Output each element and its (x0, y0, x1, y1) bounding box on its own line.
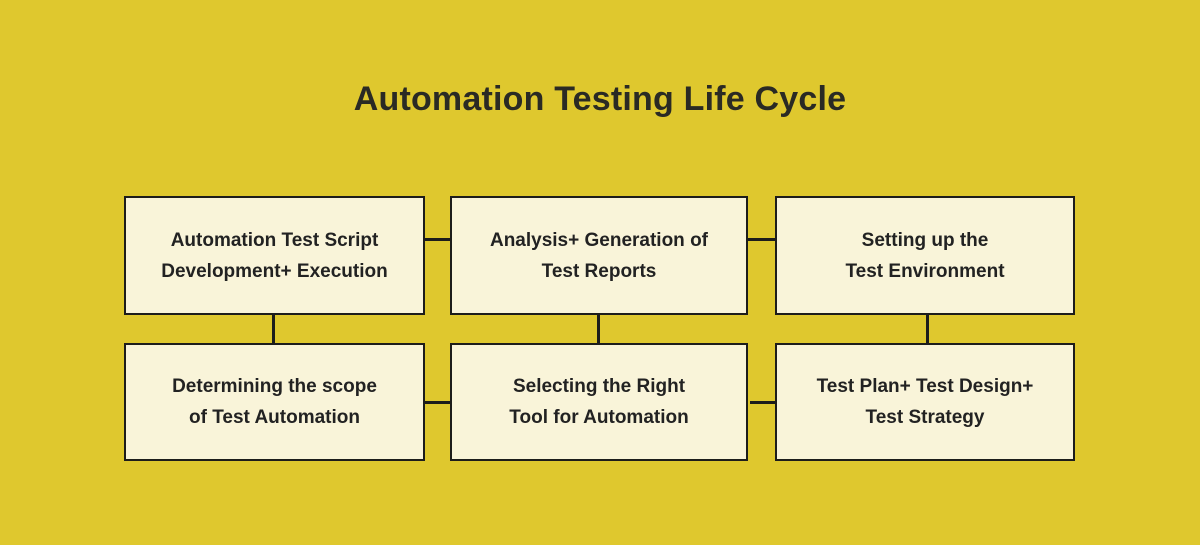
box-label-line1: Analysis+ Generation of (489, 229, 709, 251)
connector-bottom-box5-box6 (750, 401, 775, 404)
flow-box-scope-determination: Determining the scope of Test Automation (124, 343, 425, 461)
flow-box-analysis-test-reports: Analysis+ Generation of Test Reports (450, 196, 748, 315)
connector-vertical-box3-box6 (926, 315, 929, 343)
diagram-title: Automation Testing Life Cycle (353, 80, 847, 118)
connector-vertical-box1-box4 (272, 315, 275, 343)
box-label-line2: Test Strategy (865, 407, 985, 428)
box-label-line2: Tool for Automation (509, 407, 689, 428)
flow-box-tool-selection: Selecting the Right Tool for Automation (450, 343, 748, 461)
connector-top-box1-box2 (425, 238, 450, 241)
box-label-line1: Selecting the Right (512, 376, 686, 397)
box-label-line2: Development+ Execution (161, 260, 388, 282)
connector-vertical-box2-box5 (597, 315, 600, 343)
connector-bottom-box4-box5 (425, 401, 450, 404)
box-label-line2: Test Environment (845, 260, 1005, 282)
flow-box-test-environment-setup: Setting up the Test Environment (775, 196, 1075, 315)
box-label-line2: Test Reports (541, 260, 657, 282)
flow-box-test-plan-design-strategy: Test Plan+ Test Design+ Test Strategy (775, 343, 1075, 461)
box-label-line1: Setting up the (861, 229, 989, 251)
flow-box-script-development-execution: Automation Test Script Development+ Exec… (124, 196, 425, 315)
box-label-line1: Determining the scope (172, 376, 377, 397)
box-label-line1: Automation Test Script (170, 229, 379, 251)
box-label-line1: Test Plan+ Test Design+ (816, 376, 1034, 397)
box-label-line2: of Test Automation (189, 407, 360, 428)
connector-top-box2-box3 (748, 238, 775, 241)
